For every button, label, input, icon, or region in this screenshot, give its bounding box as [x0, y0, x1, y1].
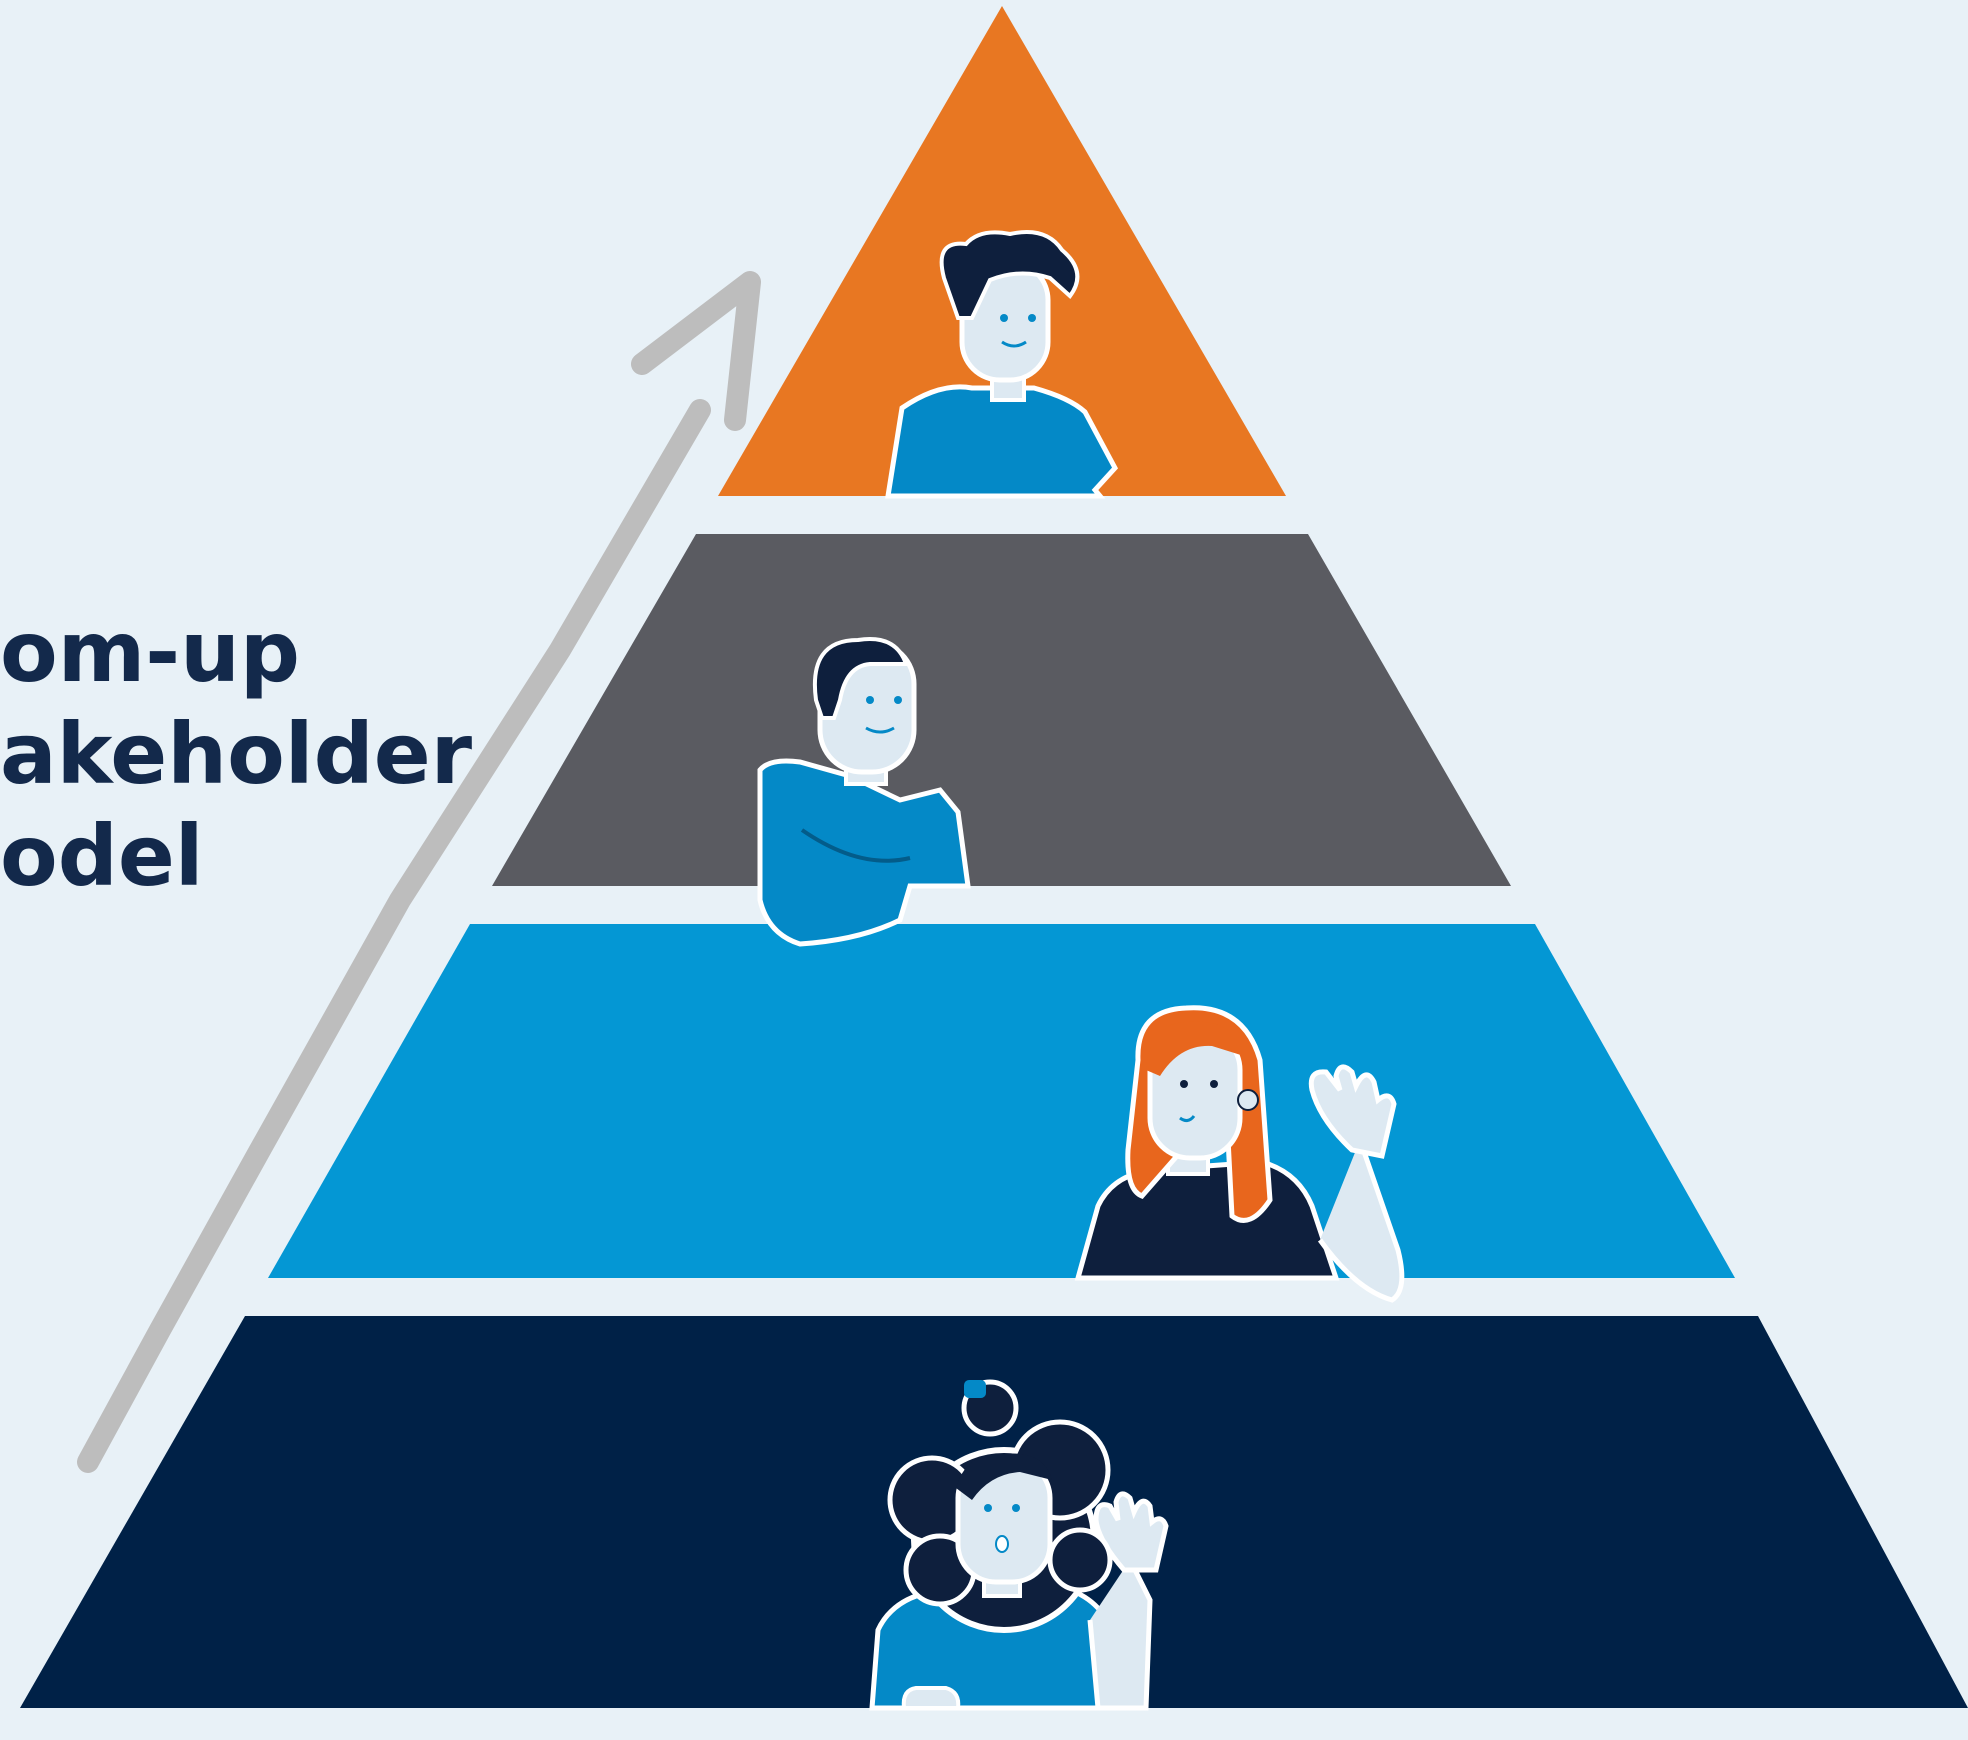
title-line-3: odel: [0, 807, 204, 905]
person-waving-icon: [869, 1379, 1169, 1711]
title-line-2: akeholder: [0, 705, 473, 803]
person-arms-crossed-icon: [757, 637, 971, 947]
pyramid-tier-second: [492, 534, 1511, 886]
upward-arrow-icon: [77, 271, 761, 1473]
pyramid-tier-third: [268, 924, 1735, 1278]
title-line-1: om-up: [0, 603, 301, 701]
person-avatar-icon: [885, 230, 1119, 499]
person-waving-icon: [1074, 1005, 1405, 1303]
